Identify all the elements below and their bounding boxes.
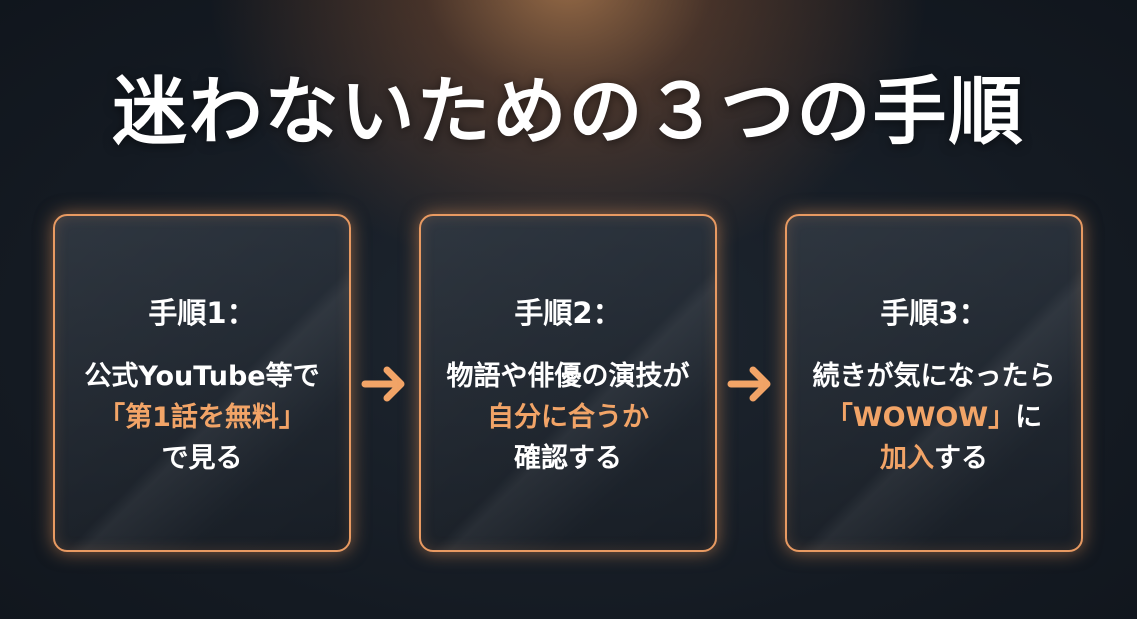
step-line: 加入する (787, 438, 1081, 479)
step-line: 「WOWOW」に (787, 397, 1081, 438)
step-body: 公式YouTube等で 「第1話を無料」 で見る (55, 356, 349, 479)
step-text: 確認する (514, 443, 622, 474)
step-card-2: 手順2： 物語や俳優の演技が 自分に合うか 確認する (419, 214, 717, 552)
step-line: 「第1話を無料」 (55, 397, 349, 438)
page-title: 迷わないための３つの手順 (112, 69, 1025, 155)
step-label: 手順3： (880, 296, 988, 330)
arrow-right-icon (727, 366, 771, 402)
step-line: 物語や俳優の演技が (421, 356, 715, 397)
step-text: 物語や俳優の演技が (446, 361, 690, 392)
step-text: する (934, 443, 988, 474)
step-line: 続きが気になったら (787, 356, 1081, 397)
step-highlight-text: 「第1話を無料」 (98, 402, 306, 433)
step-line: 公式YouTube等で (55, 356, 349, 397)
step-highlight-text: 加入 (880, 443, 934, 474)
step-card-1: 手順1： 公式YouTube等で 「第1話を無料」 で見る (53, 214, 351, 552)
step-body: 物語や俳優の演技が 自分に合うか 確認する (421, 356, 715, 479)
step-card-3: 手順3： 続きが気になったら 「WOWOW」に 加入する (785, 214, 1083, 552)
step-highlight-text: 「WOWOW」 (825, 402, 1016, 433)
step-text: 公式YouTube等で (84, 361, 320, 392)
step-line: で見る (55, 438, 349, 479)
step-body: 続きが気になったら 「WOWOW」に 加入する (787, 356, 1081, 479)
step-line: 自分に合うか (421, 397, 715, 438)
step-highlight-text: 自分に合うか (487, 402, 649, 433)
step-text: で見る (161, 443, 243, 474)
arrow-right-icon (361, 366, 405, 402)
step-text: に (1015, 402, 1043, 433)
step-text: 続きが気になったら (812, 361, 1056, 392)
step-label: 手順1： (148, 296, 256, 330)
step-line: 確認する (421, 438, 715, 479)
step-label: 手順2： (514, 296, 622, 330)
